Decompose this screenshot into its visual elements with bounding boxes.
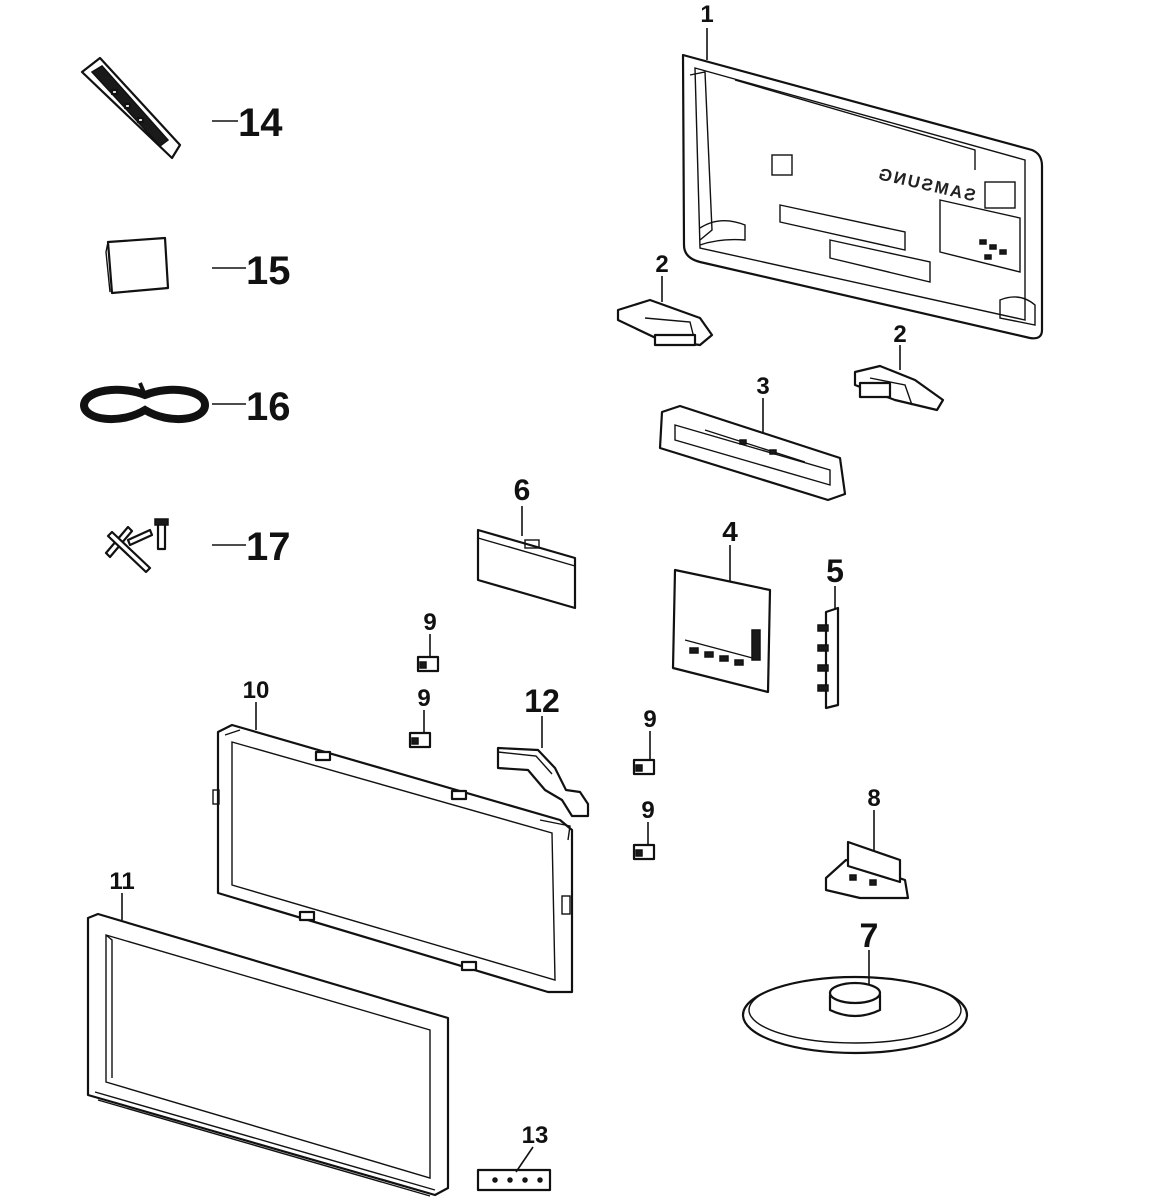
part-label-4: 4 [722, 516, 738, 547]
stand-base-part [741, 975, 969, 1055]
ribbon-cable-part [496, 746, 590, 818]
part-label-15: 15 [246, 249, 291, 293]
clip-part-b [408, 731, 432, 749]
part-label-6: 6 [514, 474, 531, 507]
stand-bracket-part [658, 404, 847, 502]
clip-part-d [632, 843, 656, 861]
clip-part-c [632, 758, 656, 776]
manual-booklet-part [105, 236, 170, 295]
part-label-10: 10 [243, 677, 270, 704]
part-label-2b: 2 [893, 321, 906, 348]
part-label-1: 1 [700, 1, 713, 28]
part-label-12: 12 [524, 683, 560, 719]
hinge-bracket-left-part [616, 298, 714, 347]
remote-control-part [80, 56, 182, 160]
stand-neck-part [824, 840, 910, 900]
part-label-17: 17 [246, 525, 291, 569]
part-label-9b: 9 [417, 685, 430, 712]
part-label-13: 13 [522, 1122, 549, 1149]
rear-cover-part: SAMSUNG [681, 53, 1044, 340]
part-label-7: 7 [860, 917, 879, 955]
screws-part [104, 518, 169, 574]
front-bezel-part [86, 912, 450, 1197]
part-label-5: 5 [826, 553, 844, 589]
power-board-part [476, 528, 577, 610]
clip-part-a [416, 655, 440, 673]
part-label-16: 16 [246, 385, 291, 429]
part-label-11: 11 [109, 868, 134, 895]
hinge-bracket-right-part [853, 364, 945, 412]
panel-frame-part [212, 723, 574, 994]
side-jack-board-part [817, 606, 840, 710]
part-label-2a: 2 [655, 251, 668, 278]
part-label-14: 14 [238, 101, 283, 145]
power-cord-part [79, 382, 210, 424]
ir-sensor-board-part [476, 1168, 552, 1192]
part-label-9d: 9 [641, 797, 654, 824]
part-label-9a: 9 [423, 609, 436, 636]
part-label-3: 3 [756, 373, 769, 400]
part-label-9c: 9 [643, 706, 656, 733]
main-board-part [671, 568, 772, 694]
part-label-8: 8 [867, 785, 880, 812]
